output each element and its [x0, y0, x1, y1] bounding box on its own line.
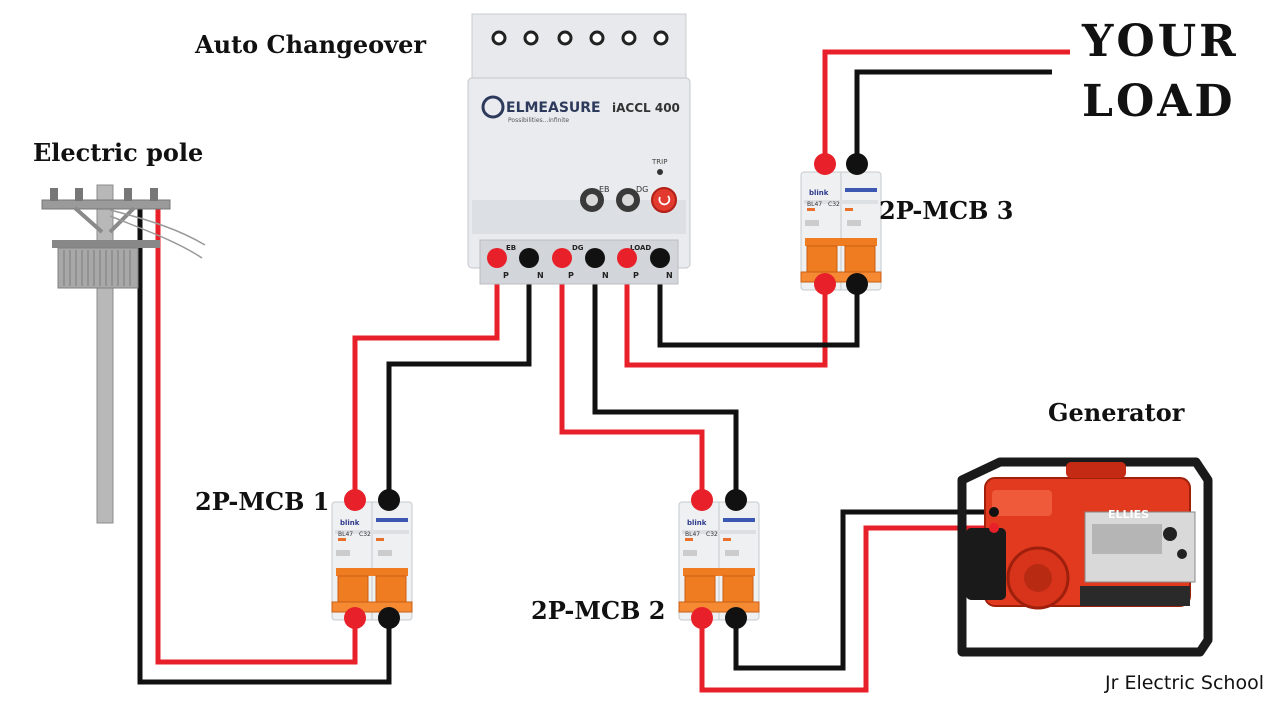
terminal-label-dg: DG	[572, 244, 584, 252]
your-load-line2: LOAD	[1082, 76, 1236, 127]
wire-mcb1-neutral-to-eb	[386, 262, 532, 492]
trip-label: TRIP	[651, 158, 667, 166]
mcb1-top-neutral	[378, 489, 400, 511]
wires	[137, 49, 1070, 693]
terminal-label-load: LOAD	[630, 244, 651, 252]
electric-pole-label: Electric pole	[33, 138, 204, 167]
terminal-letter-eb-p: P	[503, 271, 509, 280]
mcb2-top-neutral	[725, 489, 747, 511]
mcb2-label: 2P-MCB 2	[531, 596, 666, 625]
dg-button[interactable]	[616, 188, 640, 212]
mcb-2: blink BL47 C32	[678, 489, 760, 629]
wire-pole-live-to-mcb1	[155, 208, 358, 665]
mcb1-bottom-live	[344, 607, 366, 629]
auto-changeover-device: ELMEASURE Possibilities...infinite iACCL…	[467, 13, 691, 285]
wire-mcb2-neutral-to-dg	[592, 262, 739, 492]
changeover-model: iACCL 400	[612, 101, 680, 115]
wire-mcb2-live-to-dg	[559, 262, 705, 492]
changeover-brand: ELMEASURE	[506, 100, 601, 116]
transformer	[52, 240, 160, 289]
credit-text: Jr Electric School	[1105, 672, 1264, 694]
changeover-terminals	[487, 248, 670, 268]
generator-live-terminal	[989, 523, 999, 533]
wire-load-neutral-to-mcb3	[657, 262, 860, 348]
wire-pole-neutral-to-mcb1	[137, 208, 392, 685]
mcb3-label: 2P-MCB 3	[879, 196, 1014, 225]
mcb3-model: BL47	[807, 201, 822, 208]
wire-mcb3-neutral-to-load	[854, 69, 1052, 162]
wire-mcb1-live-to-eb	[352, 262, 500, 492]
terminal-letter-load-p: P	[633, 271, 639, 280]
mcb3-brand: blink	[809, 189, 829, 197]
terminal-letter-eb-n: N	[537, 271, 544, 280]
mcb1-top-live	[344, 489, 366, 511]
generator-neutral-terminal	[989, 507, 999, 517]
terminal-letter-load-n: N	[666, 271, 673, 280]
mcb2-top-live	[691, 489, 713, 511]
generator-label: Generator	[1048, 398, 1185, 427]
terminal-letter-dg-n: N	[602, 271, 609, 280]
electric-pole	[41, 184, 206, 524]
mcb2-rating: C32	[706, 531, 718, 538]
top-terminal-screws	[491, 30, 669, 46]
mcb3-rating: C32	[828, 201, 840, 208]
trip-indicator	[657, 169, 663, 175]
terminal-label-eb: EB	[506, 244, 516, 252]
wire-load-live-to-mcb3	[624, 262, 828, 368]
wire-generator-neutral-to-mcb2	[733, 509, 994, 671]
mcb3-top-neutral	[846, 153, 868, 175]
mcb2-brand: blink	[687, 519, 707, 527]
mcb1-bottom-neutral	[378, 607, 400, 629]
mcb1-brand: blink	[340, 519, 360, 527]
mcb1-label: 2P-MCB 1	[195, 487, 330, 516]
mcb1-rating: C32	[359, 531, 371, 538]
mcb2-bottom-live	[691, 607, 713, 629]
mcb2-model: BL47	[685, 531, 700, 538]
mcb3-bottom-live	[814, 273, 836, 295]
mcb1-model: BL47	[338, 531, 353, 538]
reset-button[interactable]	[651, 187, 677, 213]
mcb-1: blink BL47 C32	[331, 489, 413, 629]
dg-button-label: DG	[636, 185, 648, 194]
generator-brand: ELLIES	[1108, 508, 1149, 521]
wire-mcb3-live-to-load	[822, 49, 1070, 162]
generator: ELLIES	[957, 457, 1213, 657]
mcb3-bottom-neutral	[846, 273, 868, 295]
elmeasure-logo-icon	[481, 95, 505, 119]
mcb-3: blink BL47 C32	[800, 153, 882, 295]
wire-generator-live-to-mcb2	[699, 525, 994, 693]
auto-changeover-label: Auto Changeover	[195, 30, 426, 59]
changeover-tagline: Possibilities...infinite	[508, 117, 569, 124]
eb-button[interactable]	[580, 188, 604, 212]
your-load-line1: YOUR	[1082, 16, 1239, 67]
mcb3-top-live	[814, 153, 836, 175]
mcb2-bottom-neutral	[725, 607, 747, 629]
eb-button-label: EB	[599, 185, 610, 194]
terminal-letter-dg-p: P	[568, 271, 574, 280]
